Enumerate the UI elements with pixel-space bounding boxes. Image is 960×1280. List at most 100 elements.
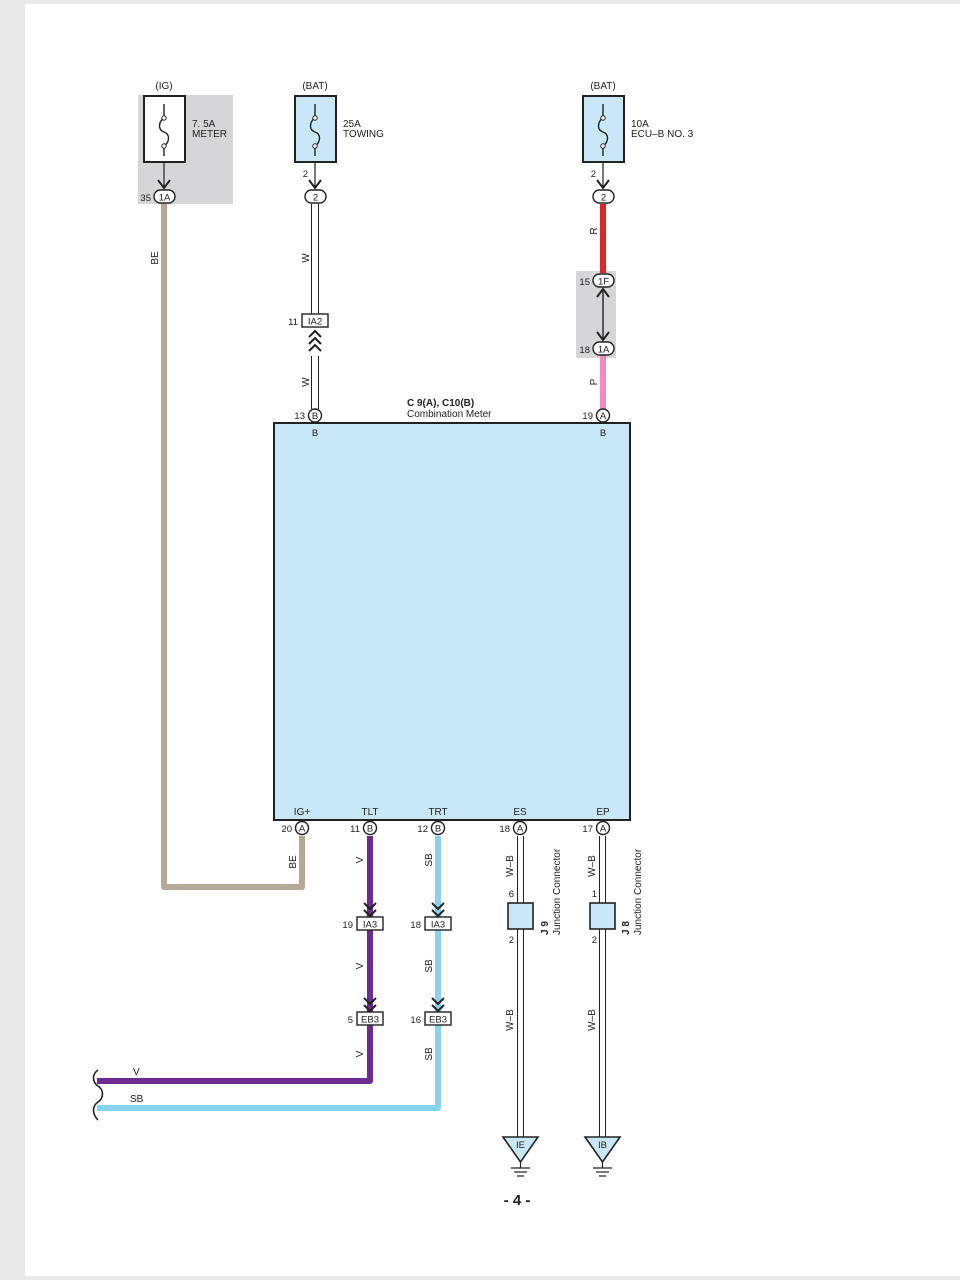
label-r: R [589, 227, 600, 234]
svg-text:IA3: IA3 [431, 920, 445, 931]
svg-text:C 9(A), C10(B): C 9(A), C10(B) [407, 398, 474, 409]
svg-text:2: 2 [313, 193, 318, 204]
svg-text:11: 11 [350, 824, 360, 835]
svg-text:V: V [133, 1067, 140, 1078]
fuse-towing: (BAT) 25A TOWING 2 2 [294, 81, 384, 204]
svg-text:A: A [299, 824, 306, 835]
label-v-3: V [355, 1050, 366, 1057]
svg-text:1: 1 [592, 889, 597, 900]
svg-text:IB: IB [598, 1140, 607, 1151]
label-be-lower: BE [288, 855, 299, 869]
label-wb-es-upper: W–B [505, 855, 516, 877]
svg-text:13: 13 [294, 411, 305, 422]
connector-1f-1a: 1F 15 1A 18 [579, 273, 615, 356]
label-sb-2: SB [424, 959, 435, 973]
svg-text:EB3: EB3 [429, 1015, 447, 1026]
svg-text:ES: ES [513, 807, 527, 818]
junction-connector-j8: 1 2 J 8 Junction Connector [589, 848, 644, 946]
svg-text:2: 2 [303, 169, 308, 180]
svg-text:J 8: J 8 [621, 921, 632, 935]
connector-eb3: EB3 5 EB3 16 [348, 997, 452, 1026]
svg-text:B: B [312, 428, 318, 439]
svg-text:IA2: IA2 [308, 317, 322, 328]
svg-text:(IG): (IG) [155, 81, 172, 92]
label-p: P [589, 378, 600, 385]
svg-text:19: 19 [342, 920, 353, 931]
fuse-meter: (IG) 7. 5A METER 1A 35 [140, 81, 227, 204]
output-break-marks: V SB [92, 1067, 144, 1121]
combination-meter: C 9(A), C10(B) Combination Meter B 13 B … [273, 398, 631, 836]
svg-text:2: 2 [592, 935, 597, 946]
svg-text:35: 35 [140, 193, 151, 204]
label-wb-ep-upper: W–B [587, 855, 598, 877]
label-sb-1: SB [424, 853, 435, 867]
svg-text:A: A [600, 824, 607, 835]
svg-text:18: 18 [579, 345, 590, 356]
wire-be [161, 204, 305, 890]
label-wb-es-lower: W–B [505, 1009, 516, 1031]
label-be-upper: BE [150, 251, 161, 265]
svg-text:2: 2 [591, 169, 596, 180]
svg-text:Junction Connector: Junction Connector [552, 848, 563, 935]
svg-text:SB: SB [130, 1094, 144, 1105]
wire-wb-ep [599, 836, 606, 1138]
label-v-2: V [355, 962, 366, 969]
svg-text:16: 16 [410, 1015, 421, 1026]
svg-text:1A: 1A [159, 193, 171, 204]
svg-text:2: 2 [509, 935, 514, 946]
svg-text:TRT: TRT [428, 807, 447, 818]
svg-text:18: 18 [410, 920, 421, 931]
svg-text:B: B [312, 411, 318, 422]
svg-text:7. 5A: 7. 5A [192, 119, 216, 130]
svg-text:IE: IE [516, 1140, 525, 1151]
connector-ia2: IA2 11 [288, 313, 329, 352]
svg-text:A: A [517, 824, 524, 835]
svg-text:12: 12 [417, 824, 428, 835]
svg-text:15: 15 [579, 277, 590, 288]
svg-text:1A: 1A [598, 345, 610, 356]
wire-wb-es [517, 836, 524, 1138]
svg-text:5: 5 [348, 1015, 353, 1026]
svg-text:(BAT): (BAT) [302, 81, 327, 92]
svg-text:Junction Connector: Junction Connector [633, 848, 644, 935]
svg-text:(BAT): (BAT) [590, 81, 615, 92]
label-sb-3: SB [424, 1047, 435, 1061]
svg-text:6: 6 [509, 889, 514, 900]
wire-w [311, 204, 319, 409]
svg-text:A: A [600, 411, 607, 422]
svg-text:B: B [367, 824, 373, 835]
label-wb-ep-lower: W–B [587, 1009, 598, 1031]
ground-ib: IB [583, 1136, 622, 1177]
svg-text:B: B [435, 824, 441, 835]
ground-ie: IE [501, 1136, 540, 1177]
svg-text:19: 19 [582, 411, 593, 422]
wire-sb [97, 836, 441, 1111]
fuse-ecu-b-no3: (BAT) 10A ECU–B NO. 3 2 2 [582, 81, 694, 204]
svg-text:ECU–B NO. 3: ECU–B NO. 3 [631, 129, 694, 140]
wire-v [97, 836, 373, 1084]
svg-text:TOWING: TOWING [343, 129, 384, 140]
svg-text:10A: 10A [631, 119, 649, 130]
label-w-upper: W [301, 253, 312, 263]
svg-text:IA3: IA3 [363, 920, 377, 931]
svg-text:Combination Meter: Combination Meter [407, 409, 492, 420]
wiring-diagram: (IG) 7. 5A METER 1A 35 (BAT) 25A TOWING … [92, 81, 694, 1209]
page-number: - 4 - [504, 1192, 531, 1209]
junction-connector-j9: 6 2 J 9 Junction Connector [507, 848, 563, 946]
label-v-1: V [355, 856, 366, 863]
svg-text:11: 11 [288, 317, 298, 328]
svg-text:METER: METER [192, 129, 227, 140]
connector-ia3: IA3 19 IA3 18 [342, 902, 452, 931]
svg-text:J 9: J 9 [540, 921, 551, 935]
diagram-sheet: (IG) 7. 5A METER 1A 35 (BAT) 25A TOWING … [25, 4, 960, 1276]
svg-text:EP: EP [596, 807, 610, 818]
svg-text:1F: 1F [598, 277, 609, 288]
label-w-lower: W [301, 377, 312, 387]
svg-text:EB3: EB3 [361, 1015, 379, 1026]
svg-text:17: 17 [582, 824, 593, 835]
svg-text:TLT: TLT [361, 807, 378, 818]
svg-text:2: 2 [601, 193, 606, 204]
svg-text:B: B [600, 428, 606, 439]
svg-text:18: 18 [499, 824, 510, 835]
svg-text:25A: 25A [343, 119, 361, 130]
